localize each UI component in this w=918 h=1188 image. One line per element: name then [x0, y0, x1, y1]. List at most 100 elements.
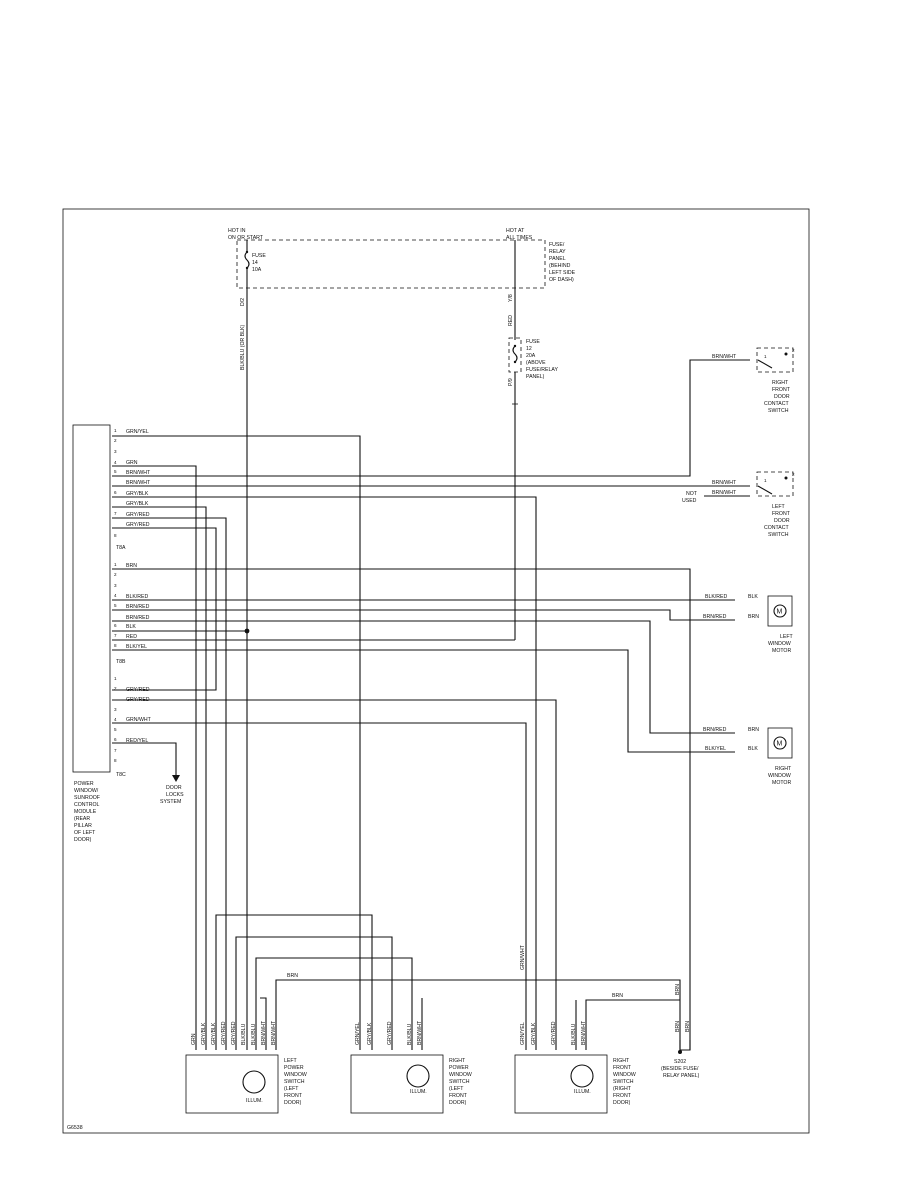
t8c-connector: T8C	[116, 772, 126, 778]
svg-text:POWER: POWER	[449, 1065, 469, 1071]
lps-label: LEFT POWER WINDOW SWITCH (LEFT FRONT DOO…	[284, 1058, 307, 1106]
lm-brn-red-label: BRN/RED	[703, 614, 727, 620]
t8c-pins: 123 456 78	[114, 676, 117, 763]
svg-text:BLK/YEL: BLK/YEL	[126, 644, 147, 650]
svg-text:BLK/BLU: BLK/BLU	[571, 1023, 577, 1045]
fuse-12-box	[508, 337, 522, 373]
lf-brn-wht-label-2: BRN/WHT	[712, 490, 737, 496]
svg-text:USED: USED	[682, 498, 697, 504]
fuse-relay-panel-box	[236, 239, 546, 289]
svg-text:RIGHT: RIGHT	[775, 766, 792, 772]
svg-text:2: 2	[792, 348, 795, 353]
fuse-12-symbol	[512, 345, 518, 363]
s202-splice	[678, 1050, 682, 1054]
svg-text:SYSTEM: SYSTEM	[160, 799, 181, 805]
svg-text:BRN/WHT: BRN/WHT	[261, 1020, 267, 1045]
svg-text:5: 5	[114, 727, 117, 732]
svg-text:1: 1	[764, 354, 767, 359]
lps-illum-lamp-icon	[242, 1070, 266, 1094]
rf-contact-switch-label: RIGHT FRONT DOOR CONTACT SWITCH	[764, 380, 791, 414]
svg-text:RED: RED	[126, 634, 137, 640]
svg-text:(REAR: (REAR	[74, 816, 90, 822]
svg-text:OF DASH): OF DASH)	[549, 277, 574, 283]
svg-text:GRY/RED: GRY/RED	[387, 1021, 393, 1045]
svg-text:FUSE: FUSE	[526, 339, 540, 345]
rf-contact-switch-symbol	[757, 359, 773, 369]
svg-text:8: 8	[114, 643, 117, 648]
svg-text:RIGHT: RIGHT	[449, 1058, 466, 1064]
svg-text:3: 3	[114, 449, 117, 454]
svg-text:7: 7	[114, 633, 117, 638]
svg-text:FRONT: FRONT	[284, 1093, 303, 1099]
svg-text:4: 4	[114, 593, 117, 598]
rps-illum-label: ILLUM.	[410, 1089, 427, 1095]
rps-wire-labels: GRN/YEL GRY/BLK GRY/RED BLK/BLU BRN/WHT	[355, 1020, 423, 1045]
svg-text:GRN: GRN	[191, 1033, 197, 1045]
svg-text:M: M	[777, 741, 783, 748]
svg-text:LOCKS: LOCKS	[166, 792, 184, 798]
svg-text:GRN/YEL: GRN/YEL	[520, 1022, 526, 1045]
hot-run-label-2: ON OR START	[228, 235, 264, 241]
svg-text:WINDOW/: WINDOW/	[74, 788, 99, 794]
svg-text:FRONT: FRONT	[449, 1093, 468, 1099]
svg-text:SUNROOF: SUNROOF	[74, 795, 100, 801]
svg-text:FUSE: FUSE	[252, 253, 266, 259]
svg-text:10A: 10A	[252, 267, 262, 273]
left-window-motor-label: LEFT WINDOW MOTOR	[768, 634, 794, 654]
y8-connector: Y/8	[508, 294, 514, 302]
svg-text:WINDOW: WINDOW	[613, 1072, 636, 1078]
svg-text:BLK/BLU: BLK/BLU	[407, 1023, 413, 1045]
svg-text:8: 8	[114, 533, 117, 538]
svg-text:RIGHT: RIGHT	[613, 1058, 630, 1064]
figure-id: G6538	[67, 1125, 83, 1131]
svg-text:GRY/RED: GRY/RED	[221, 1021, 227, 1045]
svg-text:FRONT: FRONT	[772, 511, 791, 517]
rm-blk-label: BLK	[748, 746, 758, 752]
s202-label: S202 (BESIDE FUSE/ RELAY PANEL)	[661, 1059, 700, 1079]
rf-contact-switch-box	[756, 347, 794, 373]
svg-text:LEFT: LEFT	[284, 1058, 298, 1064]
lps-wire-labels: GRN GRY/BLK GRY/BLK GRY/RED GRY/RED BLK/…	[191, 1020, 277, 1045]
brn-label-5: BRN	[685, 1021, 691, 1032]
fuse-14-label: FUSE 14 10A	[252, 253, 266, 273]
svg-text:FRONT: FRONT	[613, 1093, 632, 1099]
lf-contact-switch-label: LEFT FRONT DOOR CONTACT SWITCH	[764, 504, 791, 538]
rfs-label: RIGHT FRONT WINDOW SWITCH (RIGHT FRONT D…	[613, 1058, 636, 1106]
svg-text:WINDOW: WINDOW	[284, 1072, 307, 1078]
svg-text:GRY/RED: GRY/RED	[126, 522, 150, 528]
svg-text:DOOR: DOOR	[774, 394, 790, 400]
svg-text:DOOR: DOOR	[166, 785, 182, 791]
svg-text:DOOR): DOOR)	[449, 1100, 467, 1106]
lm-brn-label: BRN	[748, 614, 759, 620]
right-window-motor-box	[767, 727, 793, 759]
p9-connector: P/9	[508, 378, 514, 386]
fuse-14-symbol	[244, 251, 250, 269]
svg-text:GRY/RED: GRY/RED	[231, 1021, 237, 1045]
svg-text:BLK: BLK	[126, 624, 136, 630]
svg-text:8: 8	[114, 758, 117, 763]
control-module-box	[72, 424, 111, 773]
svg-text:7: 7	[114, 748, 117, 753]
svg-text:1: 1	[764, 478, 767, 483]
red-wire-label: RED	[508, 315, 514, 326]
svg-text:GRN: GRN	[126, 460, 138, 466]
fuse-12-label: FUSE 12 20A (ABOVE FUSE/RELAY PANEL)	[526, 339, 558, 380]
lf-contact-switch-box	[756, 471, 794, 497]
svg-text:(BEHIND: (BEHIND	[549, 263, 571, 269]
not-used-label: NOT USED	[682, 491, 698, 504]
rf-window-switch-box	[514, 1054, 608, 1114]
svg-text:2: 2	[792, 472, 795, 477]
svg-text:LEFT: LEFT	[780, 634, 794, 640]
brn-label-1: BRN	[287, 973, 298, 979]
svg-text:BRN/RED: BRN/RED	[126, 615, 150, 621]
feed-wire-label: BLK/BLU (OR BLK)	[240, 324, 246, 370]
svg-text:2: 2	[114, 438, 117, 443]
splice-point	[244, 628, 250, 634]
hot-run-label-1: HOT IN	[228, 228, 246, 234]
rfs-illum-lamp-icon	[570, 1064, 594, 1088]
svg-text:GRN/YEL: GRN/YEL	[355, 1022, 361, 1045]
left-motor-icon	[773, 604, 787, 618]
grn-wht-label: GRN/WHT	[520, 944, 526, 970]
fuse-panel-label: FUSE/ RELAY PANEL (BEHIND LEFT SIDE OF D…	[549, 242, 576, 283]
svg-text:DOOR: DOOR	[774, 518, 790, 524]
